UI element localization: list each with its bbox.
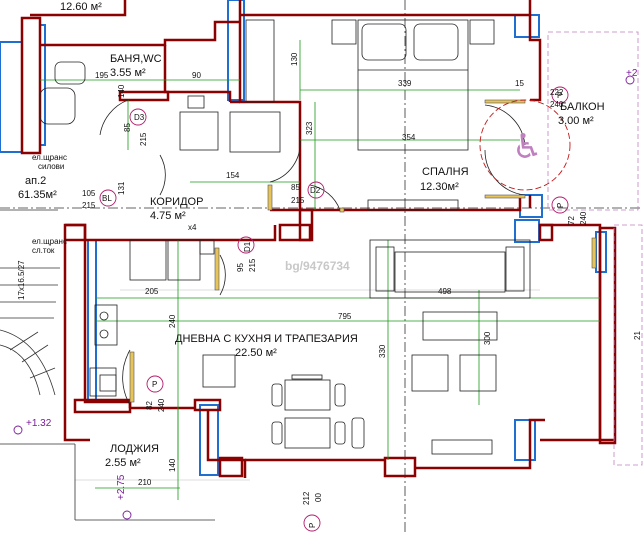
- elevation-3-mark: [625, 75, 635, 85]
- dimension-labels: 195 90 140 130 339 15 323 354 154 131 20…: [95, 52, 642, 487]
- dim-323: 323: [305, 121, 314, 135]
- elevation-2: +2.75: [116, 474, 127, 500]
- door-markers: [99, 86, 569, 532]
- door-bl-code: BL: [102, 194, 112, 203]
- door-d1-code: D1: [243, 241, 252, 252]
- furniture: [39, 19, 531, 455]
- dim-90: 90: [192, 71, 201, 80]
- room-loggia-area: 2.55 м²: [105, 457, 141, 469]
- door-swings: [99, 99, 526, 406]
- room-bath-name: БАНЯ,WC: [110, 53, 162, 65]
- door-d2-w: 85: [291, 183, 300, 192]
- door-bl-w: 105: [82, 189, 96, 198]
- room-living-area: 22.50 м²: [235, 347, 277, 359]
- door-labels: D3 85 215 BL 105 215 D2 85 215 D1 95 215…: [82, 88, 588, 528]
- panel-weak-line1: ел.щранс: [32, 153, 67, 162]
- elevation-1-mark: [13, 425, 23, 435]
- panel-strong-line1: ел.щранс: [32, 237, 67, 246]
- dim-330: 330: [378, 344, 387, 358]
- door-bl-h: 215: [82, 201, 96, 210]
- windows: [0, 0, 607, 476]
- door-p-loggia-w: 212: [302, 491, 311, 505]
- door-p-balcony-w: 222: [550, 88, 564, 97]
- door-p-living-code: P: [152, 380, 157, 389]
- door-leaves: [129, 99, 597, 403]
- room-bath-area: 3.55 м²: [110, 67, 146, 79]
- room-balcony-area: 3.00 м²: [558, 115, 594, 127]
- dim-21: 21: [633, 331, 642, 340]
- balcony-outline: [547, 31, 643, 466]
- dim-195: 195: [95, 71, 109, 80]
- door-p-loggia-code: P: [308, 523, 317, 528]
- room-corridor-note: x4: [188, 223, 197, 232]
- apartment-area: 61.35м²: [18, 189, 57, 201]
- elevation-2-mark: [122, 510, 132, 520]
- panel-strong-line2: сл.ток: [32, 246, 55, 255]
- room-labels: 12.60 м² БАНЯ,WC 3.55 м² КОРИДОР 4.75 м²…: [17, 1, 605, 469]
- room-living-name: ДНЕВНА С КУХНЯ И ТРАПЕЗАРИЯ: [175, 333, 358, 345]
- dim-154: 154: [226, 171, 240, 180]
- wheelchair-icon: ♿: [512, 127, 542, 167]
- door-p-loggia-h: 00: [314, 493, 323, 502]
- door-d3-w: 85: [123, 123, 132, 132]
- door-p-right-w: 72: [567, 216, 576, 225]
- door-p-balcony-h: 240: [550, 100, 564, 109]
- door-p-living-w: 82: [145, 401, 154, 410]
- door-p-right-h: 240: [579, 211, 588, 225]
- door-d3-h: 215: [139, 132, 148, 146]
- dim-240: 240: [168, 314, 177, 328]
- walls: [20, 0, 617, 478]
- elevation-marks: +1.32 +2.75 +2: [13, 68, 638, 520]
- door-d2-h: 215: [291, 196, 305, 205]
- room-corridor-name: КОРИДОР: [150, 196, 203, 208]
- room-bedroom-area: 12.30м²: [420, 181, 459, 193]
- dim-354: 354: [402, 133, 416, 142]
- dim-131: 131: [117, 181, 126, 195]
- dimension-lines: [40, 40, 600, 500]
- room-loggia-name: ЛОДЖИЯ: [110, 443, 159, 455]
- door-d1-h: 215: [248, 258, 257, 272]
- dim-205: 205: [145, 287, 159, 296]
- dim-300: 300: [483, 331, 492, 345]
- elevation-1: +1.32: [26, 418, 52, 429]
- stair-area: [0, 209, 215, 521]
- dim-15: 15: [515, 79, 524, 88]
- dim-210: 210: [138, 478, 152, 487]
- dim-140a: 140: [117, 84, 126, 98]
- top-area: 12.60 м²: [60, 1, 102, 13]
- turning-circle: ♿: [479, 99, 571, 191]
- room-corridor-area: 4.75 м²: [150, 210, 186, 222]
- door-p-living-h: 240: [157, 398, 166, 412]
- door-p-right-code: P: [556, 203, 565, 208]
- dim-140b: 140: [168, 458, 177, 472]
- door-d3-code: D3: [134, 113, 145, 122]
- dim-498: 498: [438, 287, 452, 296]
- room-bedroom-name: СПАЛНЯ: [422, 166, 469, 178]
- stair-label: 17x16.5/27: [17, 260, 26, 300]
- panel-weak-line2: силови: [38, 162, 64, 171]
- elevation-3: +2: [626, 68, 638, 79]
- watermark: bg/9476734: [285, 259, 350, 273]
- door-d2-code: D2: [310, 186, 321, 195]
- apartment-label: ап.2: [25, 175, 46, 187]
- door-p-balcony-code: P: [557, 91, 562, 100]
- dim-130: 130: [290, 52, 299, 66]
- dim-339: 339: [398, 79, 412, 88]
- door-d1-w: 95: [236, 263, 245, 272]
- dim-795: 795: [338, 312, 352, 321]
- room-balcony-name: БАЛКОН: [560, 101, 605, 113]
